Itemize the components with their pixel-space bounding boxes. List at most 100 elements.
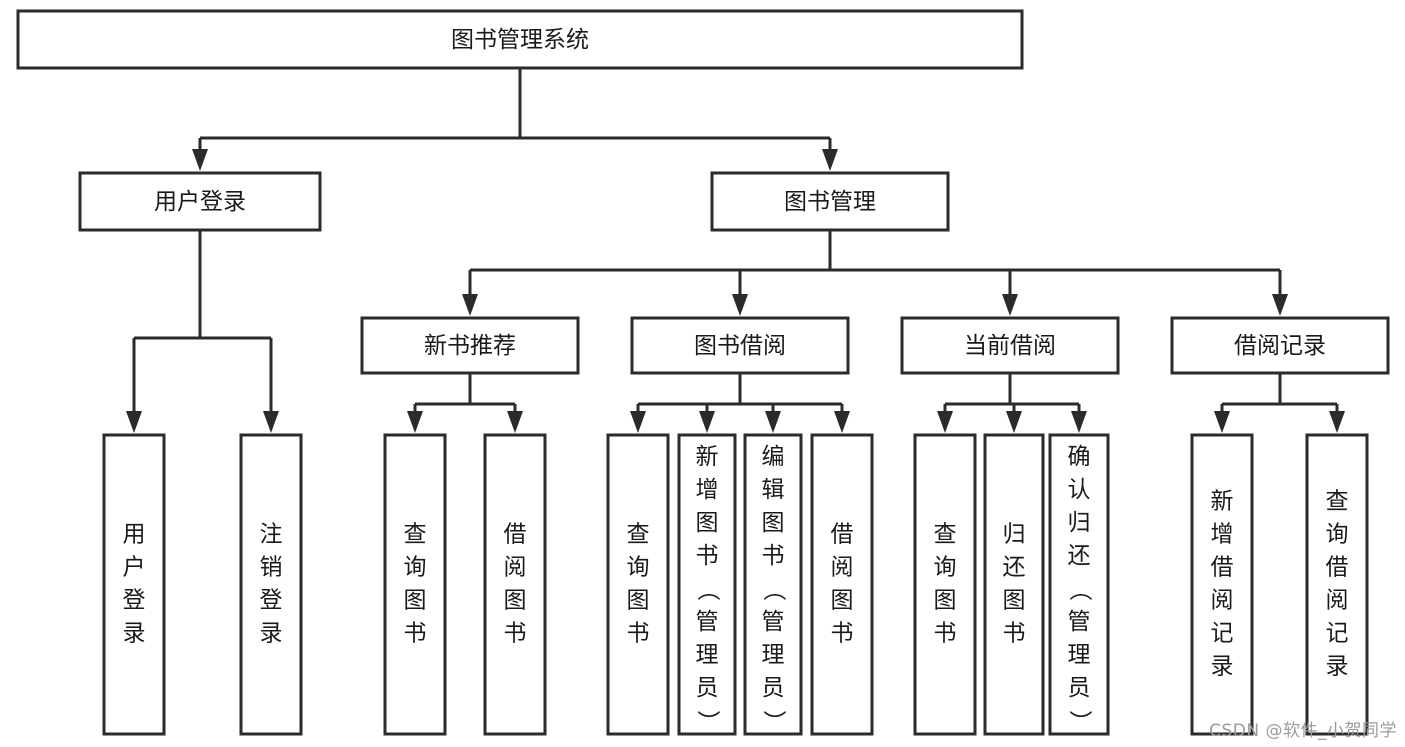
- node-label-char: 阅: [1211, 588, 1234, 614]
- node-label-char: 员: [762, 675, 785, 701]
- node-l3[interactable]: 借阅记录: [1170, 316, 1390, 375]
- node-label-char: 管: [762, 609, 785, 635]
- node-l2[interactable]: 用户登录: [78, 171, 322, 232]
- node-box[interactable]: [1305, 433, 1369, 736]
- arrow-head-icon: [1071, 411, 1087, 433]
- node-label-char: 记: [1211, 621, 1234, 647]
- node-label-char: 归: [1003, 522, 1026, 548]
- node-box[interactable]: [677, 433, 737, 736]
- node-l3[interactable]: 当前借阅: [900, 316, 1120, 375]
- node-label-char: ）: [761, 710, 787, 733]
- node-box[interactable]: [360, 316, 580, 375]
- node-label-char: 录: [1211, 654, 1234, 680]
- node-label-char: 理: [1068, 642, 1091, 668]
- node-label-char: 录: [123, 621, 146, 647]
- node-label-char: 查: [1326, 489, 1349, 515]
- node-box[interactable]: [78, 171, 322, 232]
- node-l2[interactable]: 图书管理: [710, 171, 950, 232]
- node-label-char: 管: [696, 609, 719, 635]
- node-label-char: 阅: [831, 555, 854, 581]
- arrow-head-icon: [1006, 411, 1022, 433]
- node-label-char: ）: [1067, 710, 1093, 733]
- node-label-char: 增: [696, 477, 719, 503]
- node-box[interactable]: [810, 433, 874, 736]
- node-box[interactable]: [743, 433, 803, 736]
- node-label-char: 借: [1326, 555, 1349, 581]
- node-label-char: 新: [696, 444, 719, 470]
- node-box[interactable]: [630, 316, 850, 375]
- node-label-char: 询: [627, 555, 650, 581]
- node-leaf[interactable]: 用户登录: [102, 433, 166, 736]
- node-l3[interactable]: 新书推荐: [360, 316, 580, 375]
- node-label-char: 书: [934, 621, 957, 647]
- node-label-char: 员: [696, 675, 719, 701]
- arrow-head-icon: [407, 411, 423, 433]
- node-label-char: 图: [627, 588, 650, 614]
- arrow-head-icon: [462, 294, 478, 316]
- arrow-head-icon: [507, 411, 523, 433]
- node-box[interactable]: [710, 171, 950, 232]
- arrow-head-icon: [192, 149, 208, 171]
- node-label-char: （: [761, 578, 787, 601]
- node-label-char: 还: [1068, 543, 1091, 569]
- node-box[interactable]: [102, 433, 166, 736]
- node-label-char: 新: [1211, 489, 1234, 515]
- node-label-char: 图: [1003, 588, 1026, 614]
- arrow-head-icon: [1214, 411, 1230, 433]
- node-box[interactable]: [383, 433, 447, 736]
- node-box[interactable]: [1048, 433, 1110, 736]
- node-root[interactable]: 图书管理系统: [16, 9, 1024, 70]
- node-label-char: 注: [260, 522, 283, 548]
- node-box[interactable]: [983, 433, 1045, 736]
- arrow-head-icon: [732, 294, 748, 316]
- node-label-char: 阅: [1326, 588, 1349, 614]
- node-label-char: 录: [1326, 654, 1349, 680]
- node-label-char: （: [695, 578, 721, 601]
- node-label-char: 借: [504, 522, 527, 548]
- node-label: 新书推荐: [424, 333, 516, 359]
- node-box[interactable]: [239, 433, 303, 736]
- arrow-head-icon: [937, 411, 953, 433]
- node-box[interactable]: [913, 433, 977, 736]
- node-label: 用户登录: [154, 189, 246, 215]
- node-box[interactable]: [1190, 433, 1254, 736]
- arrow-head-icon: [1272, 294, 1288, 316]
- node-label-char: 还: [1003, 555, 1026, 581]
- node-box[interactable]: [900, 316, 1120, 375]
- node-box[interactable]: [16, 9, 1024, 70]
- node-box[interactable]: [483, 433, 547, 736]
- node-label-char: 记: [1326, 621, 1349, 647]
- node-label-char: 询: [934, 555, 957, 581]
- node-label-char: 管: [1068, 609, 1091, 635]
- node-box[interactable]: [1170, 316, 1390, 375]
- arrow-head-icon: [834, 411, 850, 433]
- node-l3[interactable]: 图书借阅: [630, 316, 850, 375]
- node-box[interactable]: [606, 433, 670, 736]
- node-label-char: 员: [1068, 675, 1091, 701]
- node-label-char: 图: [831, 588, 854, 614]
- node-label-char: 认: [1068, 477, 1091, 503]
- node-label-char: 图: [404, 588, 427, 614]
- node-label-char: ）: [695, 710, 721, 733]
- node-label-char: 书: [627, 621, 650, 647]
- arrow-head-icon: [1329, 411, 1345, 433]
- edges-layer: [126, 68, 1345, 433]
